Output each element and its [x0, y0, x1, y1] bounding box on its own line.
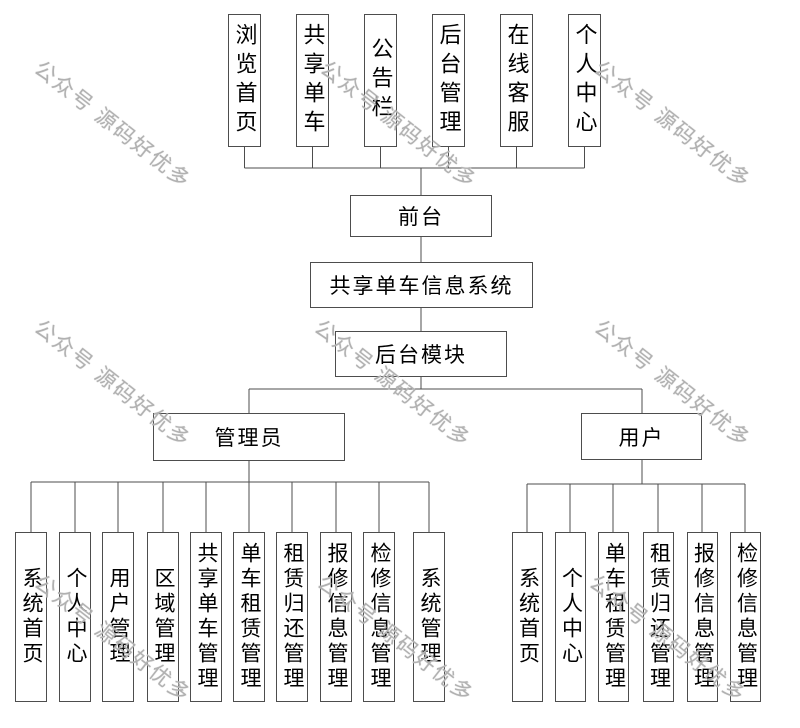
node-admin-system-home: 系统首页: [15, 532, 47, 702]
node-user-label: 用户: [618, 426, 665, 450]
node-admin-region-manage: 区域管理: [147, 532, 179, 702]
node-user-rental-return-manage: 租赁归还管理: [643, 532, 674, 702]
node-bulletin-board-label: 公告栏: [368, 37, 394, 124]
node-online-service: 在线客服: [500, 14, 533, 147]
node-front-desk: 前台: [350, 195, 492, 237]
node-backend-manage-label: 后台管理: [436, 22, 462, 139]
node-user-repair-info-manage-label: 报修信息管理: [691, 542, 715, 692]
node-admin-repair-info-manage-label: 报修信息管理: [325, 542, 348, 692]
node-admin: 管理员: [153, 413, 345, 461]
node-system-root: 共享单车信息系统: [310, 262, 533, 308]
node-shared-bike-label: 共享单车: [300, 22, 326, 139]
node-user-inspection-info-manage-label: 检修信息管理: [734, 542, 758, 692]
node-user: 用户: [581, 413, 702, 460]
node-browse-home-label: 浏览首页: [232, 22, 258, 139]
node-admin-rental-return-manage: 租赁归还管理: [276, 532, 308, 702]
node-admin-system-home-label: 系统首页: [20, 567, 43, 667]
node-admin-inspection-info-manage: 检修信息管理: [363, 532, 395, 702]
node-admin-rental-return-manage-label: 租赁归还管理: [281, 542, 304, 692]
node-admin-user-manage: 用户管理: [102, 532, 134, 702]
node-backend-module: 后台模块: [335, 331, 507, 377]
node-personal-center: 个人中心: [568, 14, 601, 147]
node-backend-module-label: 后台模块: [375, 344, 467, 367]
node-user-bike-rental-manage-label: 单车租赁管理: [602, 542, 626, 692]
node-admin-bike-rental-manage: 单车租赁管理: [233, 532, 265, 702]
node-user-personal-center: 个人中心: [555, 532, 586, 702]
node-admin-repair-info-manage: 报修信息管理: [320, 532, 352, 702]
node-bulletin-board: 公告栏: [364, 14, 397, 147]
node-user-personal-center-label: 个人中心: [559, 567, 583, 667]
node-admin-region-manage-label: 区域管理: [152, 567, 175, 667]
node-admin-shared-bike-manage-label: 共享单车管理: [195, 542, 218, 692]
node-admin-bike-rental-manage-label: 单车租赁管理: [238, 542, 261, 692]
node-user-system-home: 系统首页: [512, 532, 543, 702]
node-user-inspection-info-manage: 检修信息管理: [730, 532, 761, 702]
node-shared-bike: 共享单车: [296, 14, 329, 147]
node-backend-manage: 后台管理: [432, 14, 465, 147]
node-online-service-label: 在线客服: [504, 22, 530, 139]
node-user-bike-rental-manage: 单车租赁管理: [598, 532, 629, 702]
node-admin-personal-center: 个人中心: [59, 532, 91, 702]
node-admin-system-manage: 系统管理: [413, 532, 445, 702]
node-browse-home: 浏览首页: [228, 14, 261, 147]
node-user-rental-return-manage-label: 租赁归还管理: [647, 542, 671, 692]
node-front-desk-label: 前台: [398, 206, 444, 229]
node-admin-user-manage-label: 用户管理: [107, 567, 130, 667]
node-personal-center-label: 个人中心: [572, 22, 598, 139]
node-admin-system-manage-label: 系统管理: [418, 567, 441, 667]
node-system-root-label: 共享单车信息系统: [329, 275, 514, 298]
node-admin-label: 管理员: [214, 427, 284, 450]
node-user-system-home-label: 系统首页: [516, 567, 540, 667]
node-user-repair-info-manage: 报修信息管理: [687, 532, 718, 702]
node-admin-shared-bike-manage: 共享单车管理: [190, 532, 222, 702]
node-admin-personal-center-label: 个人中心: [64, 567, 87, 667]
node-admin-inspection-info-manage-label: 检修信息管理: [368, 542, 391, 692]
